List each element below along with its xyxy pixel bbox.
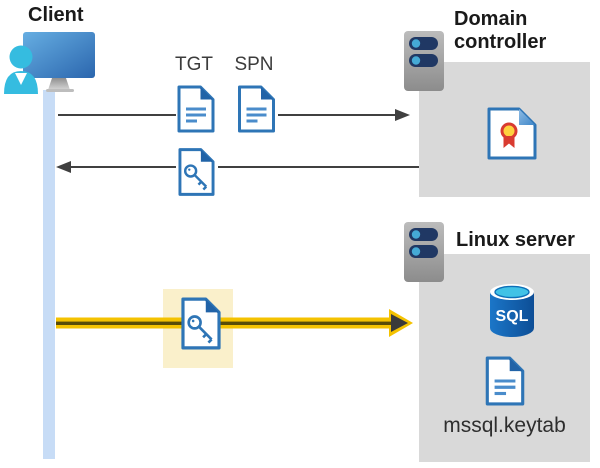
client-title: Client (28, 4, 84, 26)
linux-server-icon (404, 222, 444, 282)
domain-controller-title: Domain controller (454, 8, 547, 53)
certificate-icon (487, 107, 537, 160)
key-document-icon (178, 148, 215, 196)
client-timeline-bar (43, 90, 55, 459)
spn-document-icon (238, 85, 275, 133)
linux-server-title: Linux server (456, 229, 575, 251)
dc-server-icon (404, 31, 444, 91)
tgt-document-icon (177, 85, 215, 133)
keytab-file-label: mssql.keytab (443, 414, 566, 437)
ribbon-icon (503, 136, 515, 148)
sql-database-icon: SQL (490, 284, 534, 337)
tgt-label: TGT (175, 54, 213, 75)
client-to-dc-arrow (58, 109, 410, 121)
client-to-linux-arrow (56, 309, 413, 337)
keytab-document-icon (485, 356, 525, 406)
key-glyph-icon (183, 164, 208, 191)
client-workstation-icon (4, 32, 95, 94)
monitor-icon (23, 32, 95, 78)
spn-label: SPN (234, 54, 274, 75)
dc-to-client-arrow (56, 161, 419, 173)
person-icon (4, 45, 38, 94)
sql-icon-label: SQL (496, 308, 529, 325)
highlighted-key-document-icon (181, 297, 221, 350)
seal-icon (500, 122, 518, 140)
